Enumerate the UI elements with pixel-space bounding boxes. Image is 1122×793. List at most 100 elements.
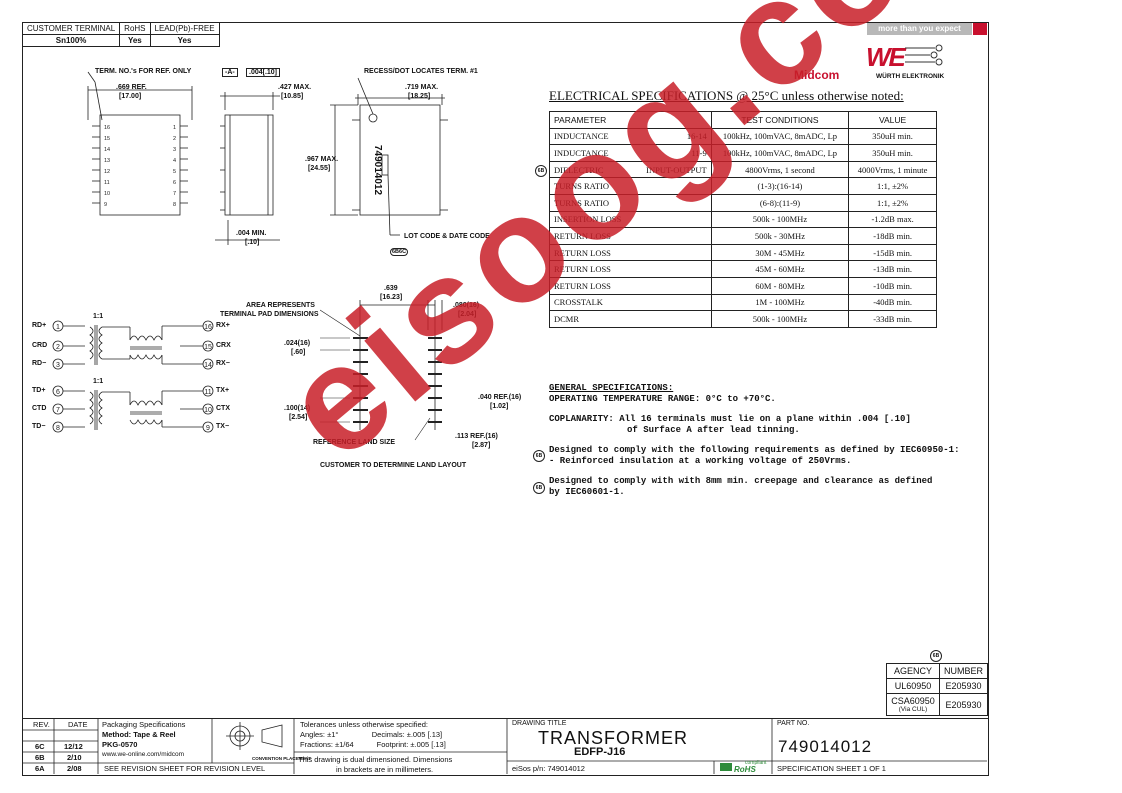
part-marking: 749014012 (372, 145, 383, 196)
revision-sheet-note: SEE REVISION SHEET FOR REVISION LEVEL (104, 764, 266, 773)
svg-text:10: 10 (104, 191, 110, 197)
spec-test-conditions: 500k - 100MHz (710, 210, 850, 229)
col-header-value: VALUE (848, 111, 937, 129)
rev-marker: 6B6C (390, 248, 409, 256)
rev-6a: 6A (35, 764, 45, 773)
svg-text:3: 3 (173, 147, 176, 153)
ref-land-size: REFERENCE LAND SIZE (313, 439, 396, 446)
tolerance-2: Angles: ±1° Decimals: ±.005 [.13] (300, 730, 443, 739)
area-note-1: AREA REPRESENTS (246, 302, 315, 309)
spec-value: -10dB min. (848, 276, 937, 295)
pin-label-td-plus: TD+ (32, 387, 46, 394)
spec-value: 1:1, ±2% (848, 177, 937, 195)
spec-test-conditions: 1M - 100MHz (710, 293, 850, 312)
spec-pins (634, 260, 712, 278)
dim-427: .427 MAX. (278, 84, 312, 91)
packaging-2: Method: Tape & Reel (102, 730, 176, 739)
wurth-logo-text: WÜRTH ELEKTRONIK (876, 73, 945, 80)
general-temp: OPERATING TEMPERATURE RANGE: 0°C to +70°… (549, 394, 776, 404)
pin-label-rx-minus: RX− (216, 360, 230, 367)
dim-024-mm: [.60] (291, 349, 306, 356)
general-note2-2: by IEC60601-1. (549, 487, 625, 497)
dim-967-mm: [24.55] (308, 165, 331, 172)
svg-text:4: 4 (173, 158, 176, 164)
spec-sheet-count: SPECIFICATION SHEET 1 OF 1 (777, 764, 886, 773)
svg-text:11: 11 (104, 180, 110, 186)
spec-value: -18dB min. (848, 227, 937, 245)
svg-text:12: 12 (104, 169, 110, 175)
dim-024: .024(16) (284, 340, 311, 347)
spec-value: -1.2dB max. (848, 210, 937, 229)
flatness-callout: .004[.10] (246, 68, 281, 77)
spec-test-conditions: 30M - 45MHz (710, 243, 850, 262)
dim-113: .113 REF.(16) (455, 433, 498, 440)
pin-label-ctx: CTX (216, 405, 230, 412)
ratio-bottom: 1:1 (93, 378, 104, 385)
drawing-title-label: DRAWING TITLE (512, 720, 567, 727)
datum-a: -A- (222, 68, 238, 77)
agency-csa: CSA60950(Via CUL) (886, 693, 940, 716)
svg-text:9: 9 (104, 202, 107, 208)
svg-text:1: 1 (173, 125, 176, 131)
dim-113-mm: [2.87] (472, 442, 491, 449)
dim-004: .004 MIN. (236, 230, 267, 237)
svg-text:14: 14 (204, 362, 212, 369)
dim-080-mm: [2.04] (458, 311, 477, 318)
general-coplanarity-1: COPLANARITY: All 16 terminals must lie o… (549, 414, 911, 424)
spec-test-conditions: 45M - 60MHz (710, 260, 850, 278)
svg-text:8: 8 (173, 202, 176, 208)
electrical-title: ELECTRICAL SPECIFICATIONS @ 25°C unless … (549, 88, 904, 103)
dim-040: .040 REF.(16) (478, 394, 522, 401)
spec-value: -40dB min. (848, 293, 937, 312)
dim-669-mm: [17.00] (119, 93, 142, 100)
svg-text:11: 11 (204, 389, 211, 396)
drawing-subtitle: EDFP-J16 (574, 746, 626, 758)
part-no-label: PART NO. (777, 720, 810, 727)
ratio-top: 1:1 (93, 313, 104, 320)
spec-value: 350uH min. (848, 144, 937, 162)
we-logo-lines-icon (905, 44, 943, 66)
rohs-check-icon (720, 763, 732, 771)
pin-label-rd-plus: RD+ (32, 322, 47, 329)
dim-719: .719 MAX. (405, 84, 439, 91)
agency-rev-marker: 6B (930, 650, 942, 662)
lot-code-note: LOT CODE & DATE CODE (404, 233, 490, 240)
date-6c: 12/12 (64, 742, 83, 751)
general-note2-1: Designed to comply with with 8mm min. cr… (549, 476, 933, 486)
general-note1-1: Designed to comply with the following re… (549, 445, 960, 455)
title-block (22, 718, 989, 776)
spec-test-conditions: (6-8):(11-9) (710, 193, 850, 212)
customer-terminal-table: CUSTOMER TERMINAL RoHS LEAD(Pb)-FREE Sn1… (21, 22, 220, 47)
tolerance-1: Tolerances unless otherwise specified: (300, 720, 428, 729)
svg-text:7: 7 (173, 191, 176, 197)
rohs-logo: RoHS (734, 765, 756, 774)
spec-value: -13dB min. (848, 260, 937, 278)
agency-table: AGENCY NUMBER UL60950 E205930 CSA60950(V… (886, 663, 989, 716)
packaging-1: Packaging Specifications (102, 720, 186, 729)
midcom-logo: Midcom (794, 68, 840, 82)
tolerance-3: Fractions: ±1/64 Footprint: ±.005 [.13] (300, 740, 446, 749)
svg-text:10: 10 (204, 407, 212, 414)
value-cell: Sn100% (21, 34, 121, 47)
rev-header: REV. (33, 720, 50, 729)
rev-6c: 6C (35, 742, 45, 751)
dim-100-mm: [2.54] (289, 414, 308, 421)
title-block-grid (22, 718, 987, 774)
spec-value: 4000Vrms, 1 minute (848, 160, 937, 179)
spec-parameter: DCMR (549, 310, 635, 328)
projection-symbol-icon (226, 722, 283, 750)
part-number: 749014012 (778, 737, 873, 756)
spec-pins (634, 293, 712, 312)
website-link[interactable]: www.we-online.com/midcom (102, 751, 184, 758)
agency-header: AGENCY (886, 663, 940, 679)
recess-note: RECESS/DOT LOCATES TERM. #1 (364, 68, 478, 75)
svg-text:16: 16 (104, 125, 110, 131)
convention-placement: CONVENTION PLACEMENT (252, 756, 312, 761)
svg-text:2: 2 (56, 344, 60, 351)
tagline-banner: more than you expect (867, 23, 972, 35)
dim-639: .639 (384, 285, 398, 292)
agency-csa-number: E205930 (938, 693, 989, 716)
dim-427-mm: [10.85] (281, 93, 304, 100)
